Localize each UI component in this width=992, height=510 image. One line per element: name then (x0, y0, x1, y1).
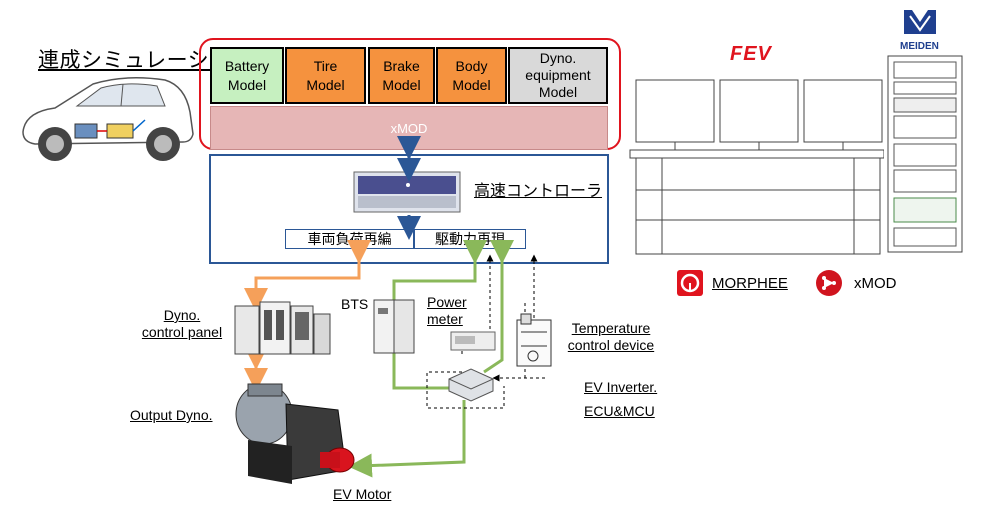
temperature-control-device-label: Temperature control device (567, 320, 655, 353)
meiden-logo-text: MEIDEN (900, 41, 939, 52)
tire-model-box: Tire Model (285, 47, 366, 104)
ev-car-illustration (22, 77, 194, 161)
dyno-equipment-model-box: Dyno. equipment Model (508, 47, 608, 104)
xmod-brand-icon (816, 270, 842, 296)
bts-cabinet-icon (373, 299, 415, 354)
high-speed-controller-label: 高速コントローラ (474, 181, 603, 200)
morphee-label: MORPHEE (712, 275, 788, 292)
dyno-control-panel-label: Dyno. control panel (141, 307, 223, 340)
control-console-drawing (629, 79, 884, 255)
battery-model-box: Battery Model (210, 47, 284, 104)
fev-logo: FEV (730, 43, 772, 65)
bts-label: BTS (341, 296, 369, 312)
output-dyno-label: Output Dyno. (130, 407, 213, 423)
brake-model-box: Brake Model (368, 47, 435, 104)
ev-inverter-icon (448, 368, 494, 402)
body-model-box: Body Model (436, 47, 507, 104)
power-meter-icon (450, 331, 496, 351)
power-meter-label: Power meter (427, 294, 467, 327)
xmod-brand-label: xMOD (854, 275, 897, 292)
dyno-control-panel-icon (234, 301, 331, 355)
meiden-rack-drawing (887, 55, 963, 253)
meiden-logo-mark (904, 10, 936, 34)
temperature-control-device-icon (516, 313, 552, 367)
ev-inverter-label: EV Inverter. ECU&MCU (584, 379, 658, 419)
morphee-icon (677, 270, 703, 296)
output-dyno-motor-icon (235, 383, 355, 484)
ev-motor-label: EV Motor (333, 486, 392, 502)
